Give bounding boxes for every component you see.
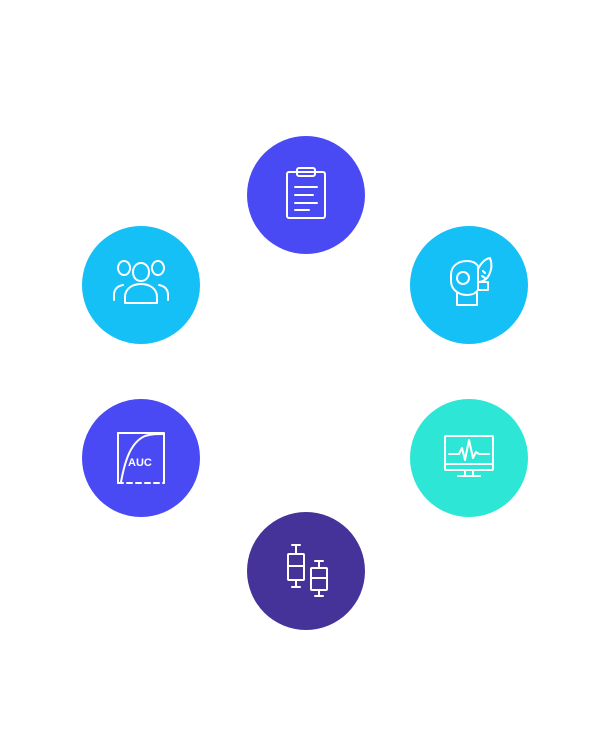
vials-node [247,512,365,630]
auc-label: AUC [128,457,152,469]
nebulizer-node [410,226,528,344]
users-node [82,226,200,344]
nebulizer-mask-icon [450,257,493,306]
auc-node: AUC [82,399,200,517]
users-group-icon [113,260,169,304]
clipboard-icon [286,167,326,219]
monitor-node [410,399,528,517]
heart-monitor-icon [444,435,494,477]
clipboard-node [247,136,365,254]
vials-icon [287,544,328,597]
auc-curve-icon: AUC [117,432,165,484]
